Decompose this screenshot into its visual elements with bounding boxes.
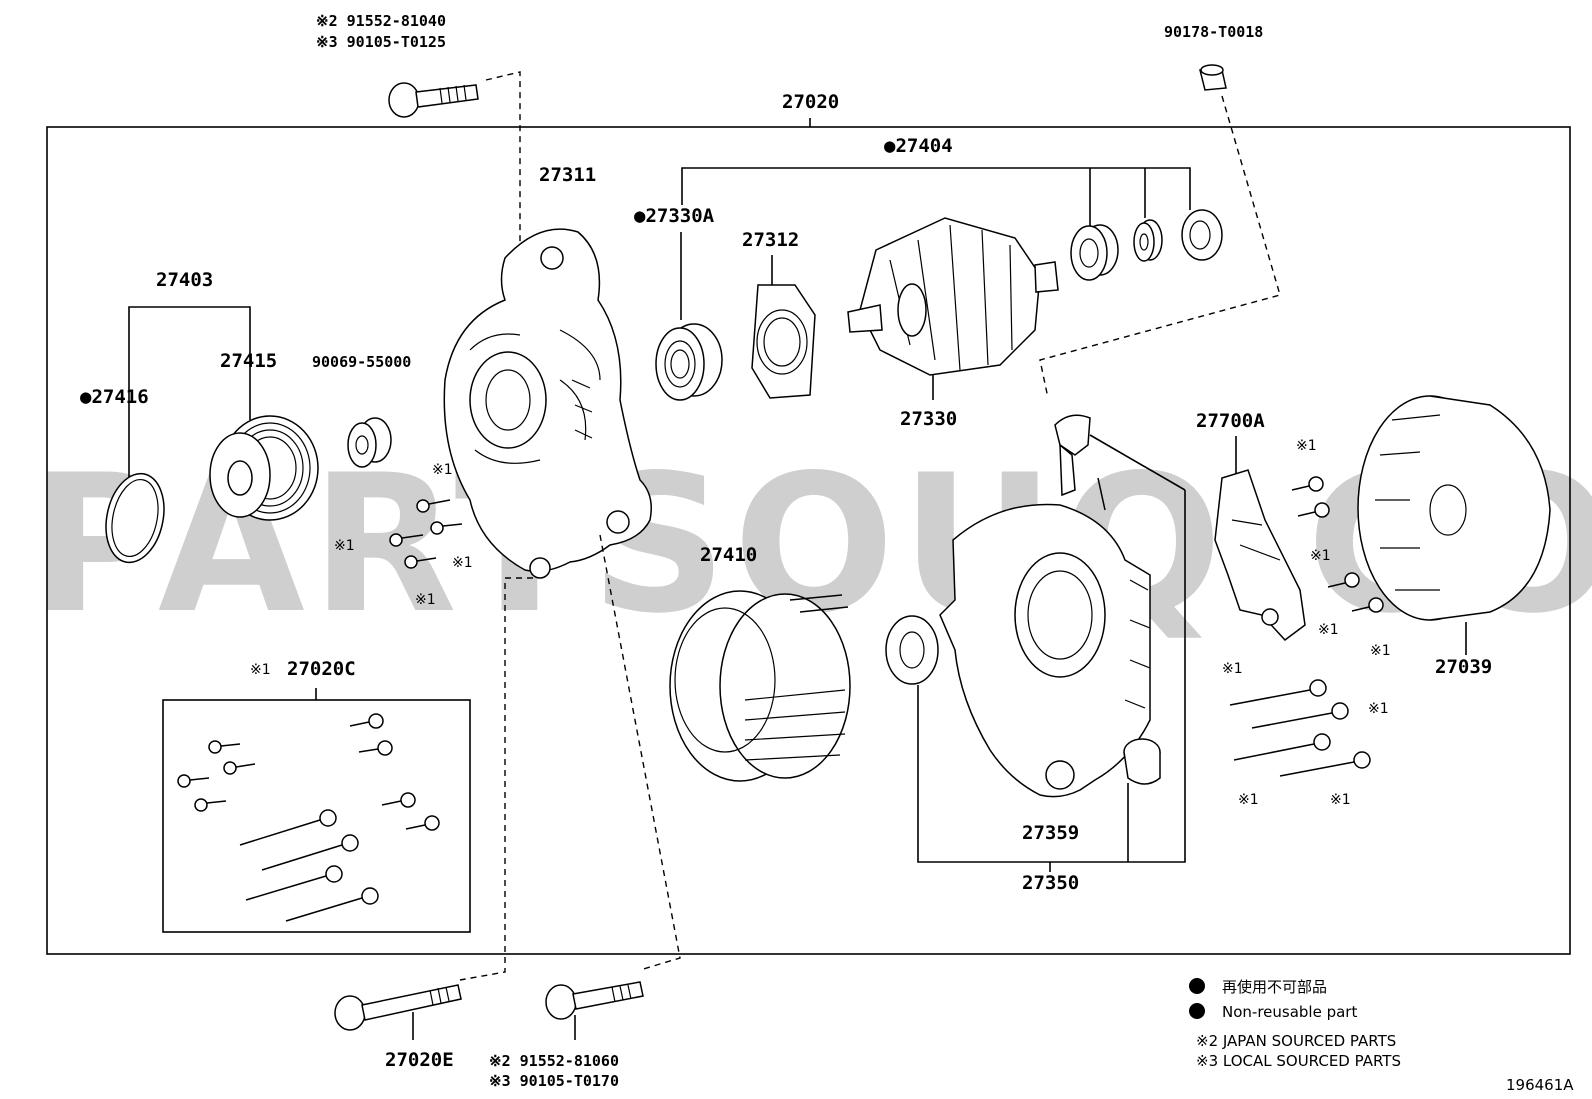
label-27700A: 27700A (1196, 410, 1265, 432)
mark1-e: ※1 (1296, 438, 1317, 454)
label-27410: 27410 (700, 544, 757, 566)
label-27350: 27350 (1022, 872, 1079, 894)
mark1-g: ※1 (1318, 622, 1339, 638)
legend-jp: 再使用不可部品 (1222, 978, 1327, 996)
drive-end-frame-27311[interactable] (443, 228, 652, 579)
label-bottom-bolt-ref3: ※3 90105-T0170 (489, 1072, 619, 1090)
bottom-bolt-91552-81060[interactable] (545, 981, 644, 1020)
label-27020C: 27020C (287, 658, 356, 680)
label-27415: 27415 (220, 350, 277, 372)
mark1-l: ※1 (1330, 792, 1351, 808)
bolt-kit-contents (177, 713, 440, 922)
label-27403: 27403 (156, 269, 213, 291)
mark1-k: ※1 (1238, 792, 1259, 808)
mark1-a: ※1 (432, 462, 453, 478)
mark1-h: ※1 (1370, 643, 1391, 659)
regulator-27700A[interactable] (1214, 469, 1306, 642)
label-27311: 27311 (539, 164, 596, 186)
label-27330A: ●27330A (634, 205, 715, 227)
label-top-bolt-ref3: ※3 90105-T0125 (316, 33, 446, 51)
rear-frame-insulator[interactable] (885, 615, 939, 685)
front-bearing-27330A[interactable] (655, 323, 723, 401)
legend-bullet-en (1189, 1003, 1205, 1019)
label-27312: 27312 (742, 229, 799, 251)
assembly-frame (46, 126, 1571, 955)
mark1-b: ※1 (334, 538, 355, 554)
collar-90069-55000[interactable] (347, 417, 392, 468)
figure-code: 196461A (1506, 1076, 1574, 1094)
label-collar: 90069-55000 (312, 353, 411, 371)
label-27020E: 27020E (385, 1049, 454, 1071)
rear-frame-bushing[interactable] (1123, 738, 1161, 785)
label-top-bolt-ref2: ※2 91552-81040 (316, 12, 446, 30)
label-assembly: 27020 (782, 91, 839, 113)
label-27039: 27039 (1435, 656, 1492, 678)
label-27416: ●27416 (80, 386, 149, 408)
label-27330: 27330 (900, 408, 957, 430)
legend-ref2: ※2 JAPAN SOURCED PARTS (1196, 1032, 1396, 1050)
label-nut: 90178-T0018 (1164, 23, 1263, 41)
bolt-kit-frame (162, 699, 471, 933)
stator-27410[interactable] (669, 590, 851, 782)
legend-ref3: ※3 LOCAL SOURCED PARTS (1196, 1052, 1401, 1070)
rear-bearing[interactable] (1070, 224, 1119, 281)
legend-en: Non-reusable part (1222, 1003, 1357, 1021)
bottom-bolt-27020E[interactable] (334, 984, 462, 1031)
nut-90178-T0018[interactable] (1199, 64, 1227, 91)
pulley-27415[interactable] (209, 415, 319, 521)
regulator-screws[interactable] (1291, 476, 1384, 613)
long-bolts[interactable] (1229, 679, 1371, 777)
clutch-ring-27416[interactable] (98, 468, 171, 568)
mark1-c: ※1 (452, 555, 473, 571)
mark1-f: ※1 (1310, 548, 1331, 564)
label-bottom-bolt-ref2: ※2 91552-81060 (489, 1052, 619, 1070)
mark1-d: ※1 (415, 592, 436, 608)
label-27359: 27359 (1022, 822, 1079, 844)
rear-frame-27359[interactable] (939, 414, 1151, 798)
retainer-plate-27312[interactable] (751, 284, 816, 399)
mark1-i: ※1 (1222, 661, 1243, 677)
label-27404: ●27404 (884, 135, 953, 157)
rear-bearing-retainer[interactable] (1181, 209, 1223, 261)
frame-screws[interactable] (389, 499, 463, 569)
label-kit-mark: ※1 (250, 662, 271, 678)
mark1-j: ※1 (1368, 701, 1389, 717)
rotor-27330[interactable] (847, 217, 1059, 376)
legend-bullet-jp (1189, 978, 1205, 994)
rear-cover-27039[interactable] (1357, 395, 1551, 621)
rear-bearing-cover[interactable] (1133, 219, 1163, 262)
top-bolt[interactable] (388, 82, 479, 118)
